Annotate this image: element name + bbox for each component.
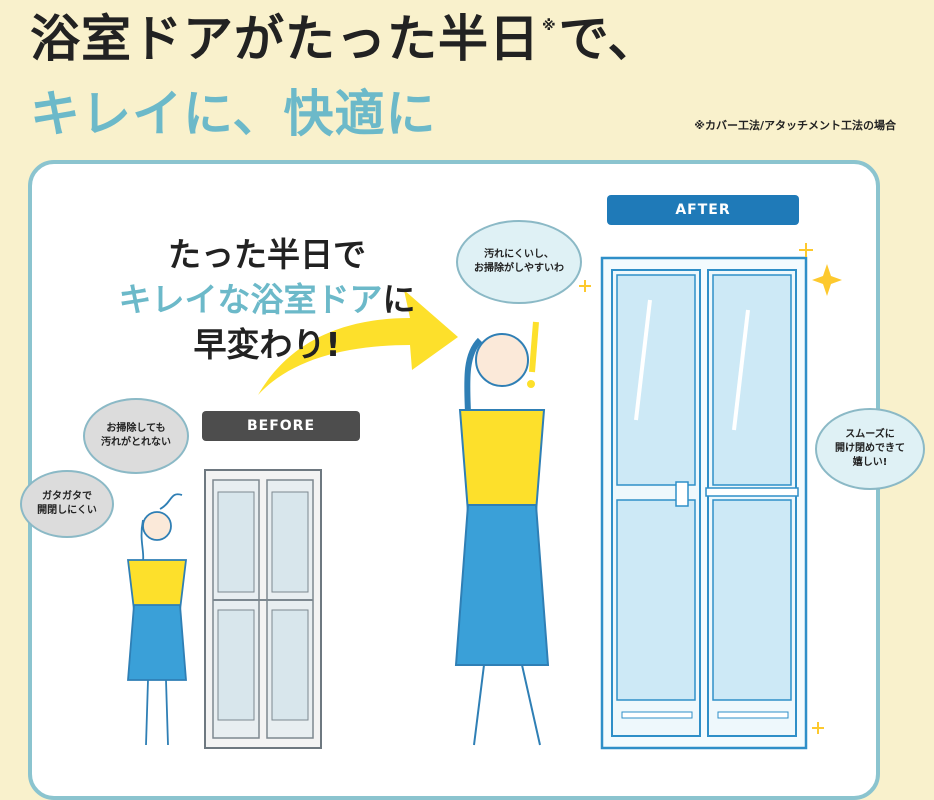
catchcopy-line-3: 早変わり!: [193, 325, 341, 364]
speech-bubble-before-rattle: ガタガタで 開閉しにくい: [20, 470, 114, 538]
speech-bubble-after-smooth: スムーズに 開け閉めできて 嬉しい!: [815, 408, 925, 490]
after-label: AFTER: [607, 195, 799, 225]
headline-line-1-end: で、: [558, 10, 659, 68]
footnote-mark: ※: [542, 18, 557, 34]
catchcopy-line-2: キレイな浴室ドアに: [112, 277, 422, 322]
catchcopy-line-1: たった半日で: [168, 235, 366, 274]
before-label: BEFORE: [202, 411, 360, 441]
footnote: ※カバー工法/アタッチメント工法の場合: [694, 119, 896, 132]
speech-bubble-after-clean: 汚れにくいし、 お掃除がしやすいわ: [456, 220, 582, 304]
catchcopy: たった半日で キレイな浴室ドアに 早変わり!: [112, 232, 422, 367]
catchcopy-line-2-teal: キレイな浴室ドア: [118, 280, 383, 319]
headline-line-1: 浴室ドアがたった半日※で、: [30, 8, 659, 83]
catchcopy-line-2-dark: に: [382, 280, 416, 319]
headline-line-2: キレイに、快適に: [30, 85, 437, 143]
headline-line-1-main: 浴室ドアがたった半日: [30, 10, 540, 68]
speech-bubble-before-dirt: お掃除しても 汚れがとれない: [83, 398, 189, 474]
headline: 浴室ドアがたった半日※で、 キレイに、快適に: [30, 8, 659, 145]
